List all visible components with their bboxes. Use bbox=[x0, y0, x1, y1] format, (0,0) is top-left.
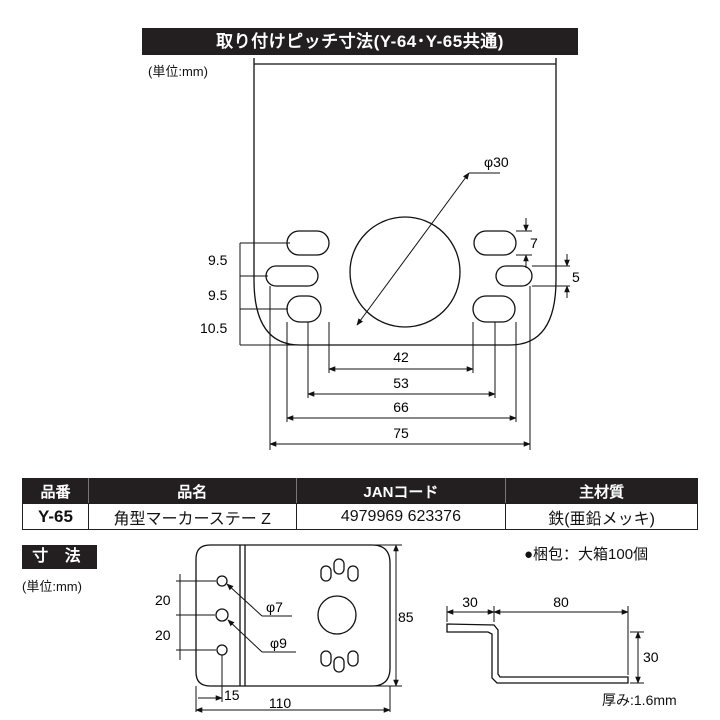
part-no-cell: Y-65 bbox=[22, 503, 89, 530]
front-slot-5 bbox=[333, 656, 345, 673]
side-height-label: 30 bbox=[643, 649, 659, 665]
spec-table: 品番 品名 JANコード 主材質 Y-65 角型マーカーステー Z 497996… bbox=[22, 478, 698, 530]
slot-spacing-1-label: 9.5 bbox=[208, 252, 228, 268]
center-hole bbox=[349, 216, 461, 328]
slot-middle-left bbox=[265, 265, 319, 287]
slot-lower-right bbox=[472, 295, 516, 323]
thickness-label: 厚み:1.6mm bbox=[602, 692, 677, 708]
slot-width-small-label: 5 bbox=[572, 269, 580, 285]
mounting-pitch-title: 取り付けピッチ寸法(Y-64･Y-65共通) bbox=[142, 28, 578, 55]
pitch-1-label: 20 bbox=[155, 592, 171, 608]
spec-header-row: 品番 品名 JANコード 主材質 bbox=[22, 478, 698, 504]
header-jan: JANコード bbox=[295, 478, 507, 504]
jan-cell: 4979969 623376 bbox=[295, 503, 507, 530]
width-66-label: 66 bbox=[393, 399, 409, 415]
side-view bbox=[446, 623, 629, 684]
header-part-no: 品番 bbox=[22, 478, 89, 504]
hole-bottom-left bbox=[216, 644, 228, 656]
height-label: 85 bbox=[398, 609, 414, 625]
offset-label: 15 bbox=[224, 687, 240, 703]
hole-7-label: φ7 bbox=[266, 599, 283, 615]
packing-label: ●梱包：大箱100個 bbox=[524, 546, 649, 563]
front-slot-1 bbox=[320, 565, 332, 582]
hole-9-label: φ9 bbox=[270, 635, 287, 651]
width-label: 110 bbox=[269, 695, 292, 711]
width-75-label: 75 bbox=[393, 425, 409, 441]
width-53-label: 53 bbox=[393, 375, 409, 391]
hole-dia-label: φ30 bbox=[484, 154, 509, 170]
header-material: 主材質 bbox=[505, 478, 698, 504]
pitch-2-label: 20 bbox=[155, 627, 171, 643]
dimensions-title: 寸 法 bbox=[22, 545, 97, 569]
front-slot-2 bbox=[333, 558, 345, 575]
bracket-front-outline bbox=[195, 544, 391, 687]
side-30-label: 30 bbox=[462, 594, 478, 610]
hole-top-left bbox=[216, 575, 228, 587]
slot-middle-right bbox=[495, 265, 533, 287]
side-80-label: 80 bbox=[553, 594, 569, 610]
front-slot-4 bbox=[320, 650, 332, 667]
front-center-hole bbox=[317, 595, 357, 635]
slot-lower-left bbox=[286, 295, 322, 323]
name-cell: 角型マーカーステー Z bbox=[87, 503, 297, 530]
slot-spacing-2-label: 9.5 bbox=[208, 287, 228, 303]
bottom-offset-label: 10.5 bbox=[200, 320, 227, 336]
width-42-label: 42 bbox=[393, 349, 409, 365]
spec-row: Y-65 角型マーカーステー Z 4979969 623376 鉄(亜鉛メッキ) bbox=[22, 503, 698, 530]
slot-upper-right bbox=[473, 230, 517, 256]
front-slot-6 bbox=[347, 650, 359, 667]
top-unit-label: (単位:mm) bbox=[148, 64, 208, 79]
slot-upper-left bbox=[286, 230, 330, 256]
plate-outline bbox=[253, 58, 557, 346]
hole-mid-left bbox=[215, 608, 229, 622]
slot-height-label: 7 bbox=[530, 235, 538, 251]
front-slot-3 bbox=[347, 565, 359, 582]
header-name: 品名 bbox=[87, 478, 297, 504]
bottom-unit-label: (単位:mm) bbox=[22, 579, 82, 594]
material-cell: 鉄(亜鉛メッキ) bbox=[505, 503, 698, 530]
